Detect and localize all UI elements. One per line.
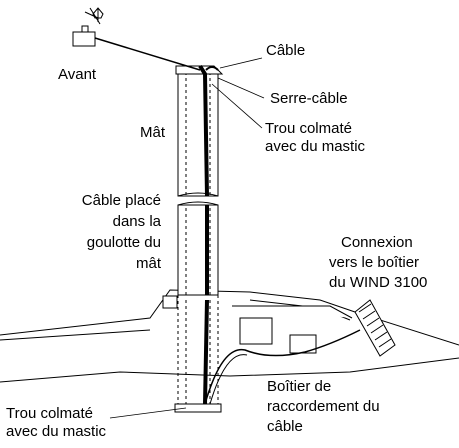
label-cable-place-line1: Câble placé	[81, 192, 161, 209]
mast-middle	[177, 201, 219, 296]
cable	[198, 64, 361, 405]
deck-housing	[162, 295, 353, 354]
label-serre-cable: Serre-câble	[270, 90, 348, 107]
label-trou-bas-line2: avec du mastic	[6, 423, 107, 440]
label-cable-place-line3: goulotte du	[86, 234, 161, 251]
label-connexion-line3: du WIND 3100	[329, 274, 428, 291]
label-cable-place-line2: dans la	[112, 213, 161, 230]
label-trou-haut-line1: Trou colmaté	[265, 120, 352, 137]
label-boitier-line1: Boîtier de	[267, 378, 332, 395]
leader-lines	[109, 57, 265, 419]
label-cable-place: Câble placé dans la goulotte du mât	[82, 192, 161, 273]
label-boitier-line3: câble	[267, 418, 303, 435]
label-connexion: Connexion vers le boîtier du WIND 3100	[329, 234, 427, 292]
label-boitier-line2: raccordement du	[267, 398, 380, 415]
wind-sensor	[72, 7, 201, 71]
connector-box	[354, 299, 396, 357]
label-trou-haut: Trou colmaté avec du mastic	[265, 120, 365, 156]
label-trou-bas-line1: Trou colmaté	[6, 405, 93, 422]
label-connexion-line2: vers le boîtier	[329, 254, 420, 271]
label-cable: Câble	[266, 42, 306, 59]
mast-upper	[175, 65, 224, 197]
label-boitier: Boîtier de raccordement du câble	[267, 378, 380, 436]
label-cable-place-line4: mât	[135, 255, 161, 272]
mast-lower	[174, 295, 222, 413]
label-trou-bas: Trou colmaté avec du mastic	[6, 405, 106, 441]
label-mat: Mât	[140, 124, 166, 141]
label-trou-haut-line2: avec du mastic	[265, 138, 366, 155]
label-avant: Avant	[58, 66, 97, 83]
label-connexion-line1: Connexion	[341, 234, 413, 251]
